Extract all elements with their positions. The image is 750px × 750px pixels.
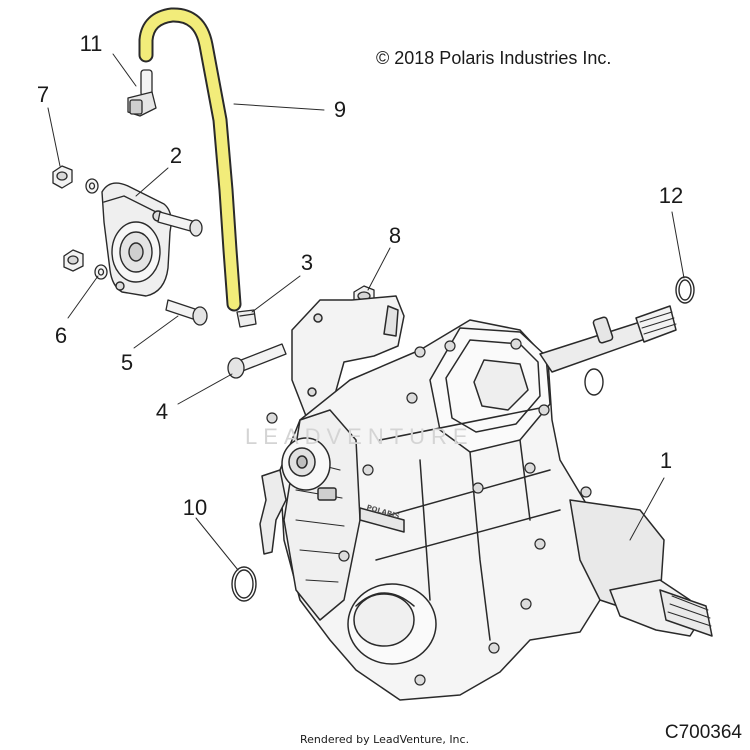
gearcase-housing — [259, 295, 713, 701]
callout-7: 7 — [36, 82, 50, 107]
callout-1: 1 — [659, 448, 673, 473]
callout-9: 9 — [333, 97, 347, 122]
callout-3: 3 — [300, 250, 314, 275]
vent-fitting — [127, 69, 157, 117]
bolt-short — [165, 299, 208, 326]
callout-10: 10 — [182, 495, 208, 520]
nut — [52, 165, 73, 189]
o-ring-input — [231, 566, 257, 602]
nut-lower — [63, 249, 84, 272]
callout-2: 2 — [169, 143, 183, 168]
watermark: LEADVENTURE — [245, 424, 474, 449]
hose-clamp — [236, 309, 257, 328]
shift-actuator — [101, 182, 172, 297]
callout-6: 6 — [54, 323, 68, 348]
callout-11: 11 — [79, 31, 103, 56]
o-ring-output — [675, 276, 695, 304]
leader-lines — [47, 53, 685, 571]
rendered-by-credit: Rendered by LeadVenture, Inc. — [300, 733, 470, 746]
callout-12: 12 — [658, 183, 684, 208]
washer-upper — [85, 178, 99, 194]
bolt-long — [227, 343, 287, 379]
actuator-bolt — [157, 211, 203, 237]
callout-4: 4 — [155, 399, 169, 424]
copyright-notice: © 2018 Polaris Industries Inc. — [376, 48, 612, 68]
callout-5: 5 — [120, 350, 134, 375]
callout-8: 8 — [388, 223, 402, 248]
drawing-id: C700364 — [664, 722, 742, 743]
vent-hose — [138, 7, 242, 312]
